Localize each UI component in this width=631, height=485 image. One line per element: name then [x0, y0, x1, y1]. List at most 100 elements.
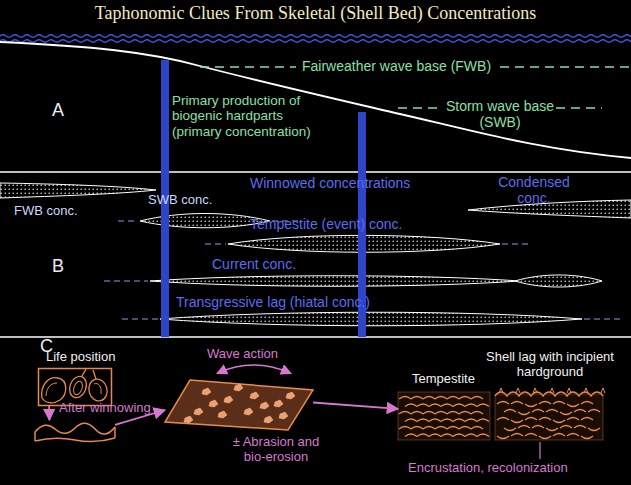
- sketch-part: [459, 397, 471, 400]
- sketch-part: [550, 388, 554, 393]
- shell-lens: [0, 183, 156, 198]
- sketch-part: [411, 397, 423, 400]
- sketch-part: [471, 427, 483, 430]
- sketch-part: [518, 412, 530, 415]
- process-arrow: [48, 406, 50, 420]
- sketch-part: [516, 388, 520, 393]
- sketch-part: [398, 392, 490, 440]
- sketch-part: [553, 434, 565, 437]
- sketch-part: [435, 397, 447, 400]
- sketch-part: [218, 411, 227, 418]
- sketch-part: [477, 404, 489, 407]
- stage-sketch: [398, 392, 490, 440]
- process-arrow: [115, 410, 165, 425]
- stage-caption: Shell lag with incipient hardground: [483, 350, 617, 379]
- sketch-part: [453, 404, 465, 407]
- sketch-part: [429, 434, 441, 437]
- sketch-part: [567, 418, 579, 421]
- sketch-part: [399, 412, 411, 415]
- wave-base-line: [500, 66, 631, 68]
- sketch-part: [574, 410, 586, 413]
- shell-lens: [150, 276, 520, 287]
- sketch-part: [567, 404, 579, 407]
- lens-extension: [104, 281, 148, 282]
- sketch-part: [495, 392, 603, 396]
- process-note: Encrustation, recolonization: [408, 461, 568, 476]
- sketch-part: [574, 426, 586, 429]
- sketch-part: [423, 397, 435, 400]
- sketch-part: [581, 418, 593, 421]
- sketch-part: [560, 412, 572, 415]
- lens-extension: [118, 221, 138, 222]
- sketch-part: [497, 402, 509, 405]
- concentration-label: Current conc.: [212, 257, 296, 273]
- sketch-part: [417, 419, 429, 422]
- sketch-part: [34, 432, 36, 441]
- lens-extension: [502, 244, 528, 245]
- concentration-note: Primary production of biogenic hardparts…: [172, 93, 324, 139]
- sketch-part: [539, 418, 551, 421]
- sea-surface: [0, 35, 631, 38]
- wave-base-line: [200, 66, 296, 68]
- sketch-part: [46, 383, 57, 396]
- sketch-part: [495, 394, 603, 440]
- sketch-part: [93, 370, 96, 379]
- sketch-part: [94, 383, 101, 394]
- sketch-part: [511, 420, 523, 423]
- wave-base-line: [556, 107, 602, 109]
- sketch-part: [35, 438, 115, 442]
- sketch-part: [405, 434, 417, 437]
- sketch-part: [471, 397, 483, 400]
- winnowed-layer: After winnowing: [35, 420, 115, 444]
- sketch-part: [423, 412, 435, 415]
- sketch-part: [511, 434, 523, 437]
- sketch-part: [447, 397, 459, 400]
- sketch-part: [477, 419, 489, 422]
- sketch-part: [497, 418, 509, 421]
- stage-sketch: [495, 388, 603, 440]
- stage-caption: ± Abrasion and bio-erosion: [223, 435, 329, 464]
- shell-lens: [515, 275, 602, 287]
- sketch-part: [35, 423, 115, 434]
- sketch-part: [533, 388, 537, 393]
- sketch-part: [264, 416, 273, 423]
- stage-caption: Wave action: [207, 347, 278, 362]
- wave-base-label: Storm wave base (SWB): [444, 99, 556, 131]
- stage-caption: Tempestite: [412, 372, 475, 387]
- sketch-part: [447, 427, 459, 430]
- sea-floor: [0, 42, 631, 158]
- concentration-label: SWB conc.: [148, 193, 212, 208]
- sketch-part: [553, 402, 565, 405]
- wave-base-label: Fairweather wave base (FWB): [302, 59, 491, 75]
- sketch-part: [411, 412, 423, 415]
- sketch-part: [234, 384, 243, 391]
- sketch-part: [525, 418, 537, 421]
- sketch-part: [39, 369, 112, 406]
- sketch-part: [209, 400, 218, 407]
- sketch-part: [532, 410, 544, 413]
- sketch-part: [453, 419, 465, 422]
- concentration-label: Tempestite (event) conc.: [250, 217, 403, 233]
- sketch-part: [447, 412, 459, 415]
- sketch-part: [553, 420, 565, 423]
- wave-base-line: [398, 107, 442, 109]
- sketch-part: [525, 404, 537, 407]
- sketch-part: [581, 436, 593, 439]
- sketch-part: [423, 427, 435, 430]
- sketch-part: [194, 408, 203, 415]
- sketch-part: [588, 428, 600, 431]
- panel-divider: [0, 171, 631, 173]
- sketch-part: [504, 410, 516, 413]
- diagram-title: Taphonomic Clues From Skeletal (Shell Be…: [0, 3, 631, 23]
- leader-line: [539, 442, 540, 459]
- sketch-part: [165, 380, 313, 430]
- sketch-part: [417, 434, 429, 437]
- sketch-part: [82, 369, 86, 376]
- sketch-part: [497, 436, 509, 439]
- sketch-part: [435, 427, 447, 430]
- sketch-part: [441, 434, 453, 437]
- sketch-part: [405, 419, 417, 422]
- sketch-part: [417, 404, 429, 407]
- concentration-label: Winnowed concentrations: [250, 176, 410, 192]
